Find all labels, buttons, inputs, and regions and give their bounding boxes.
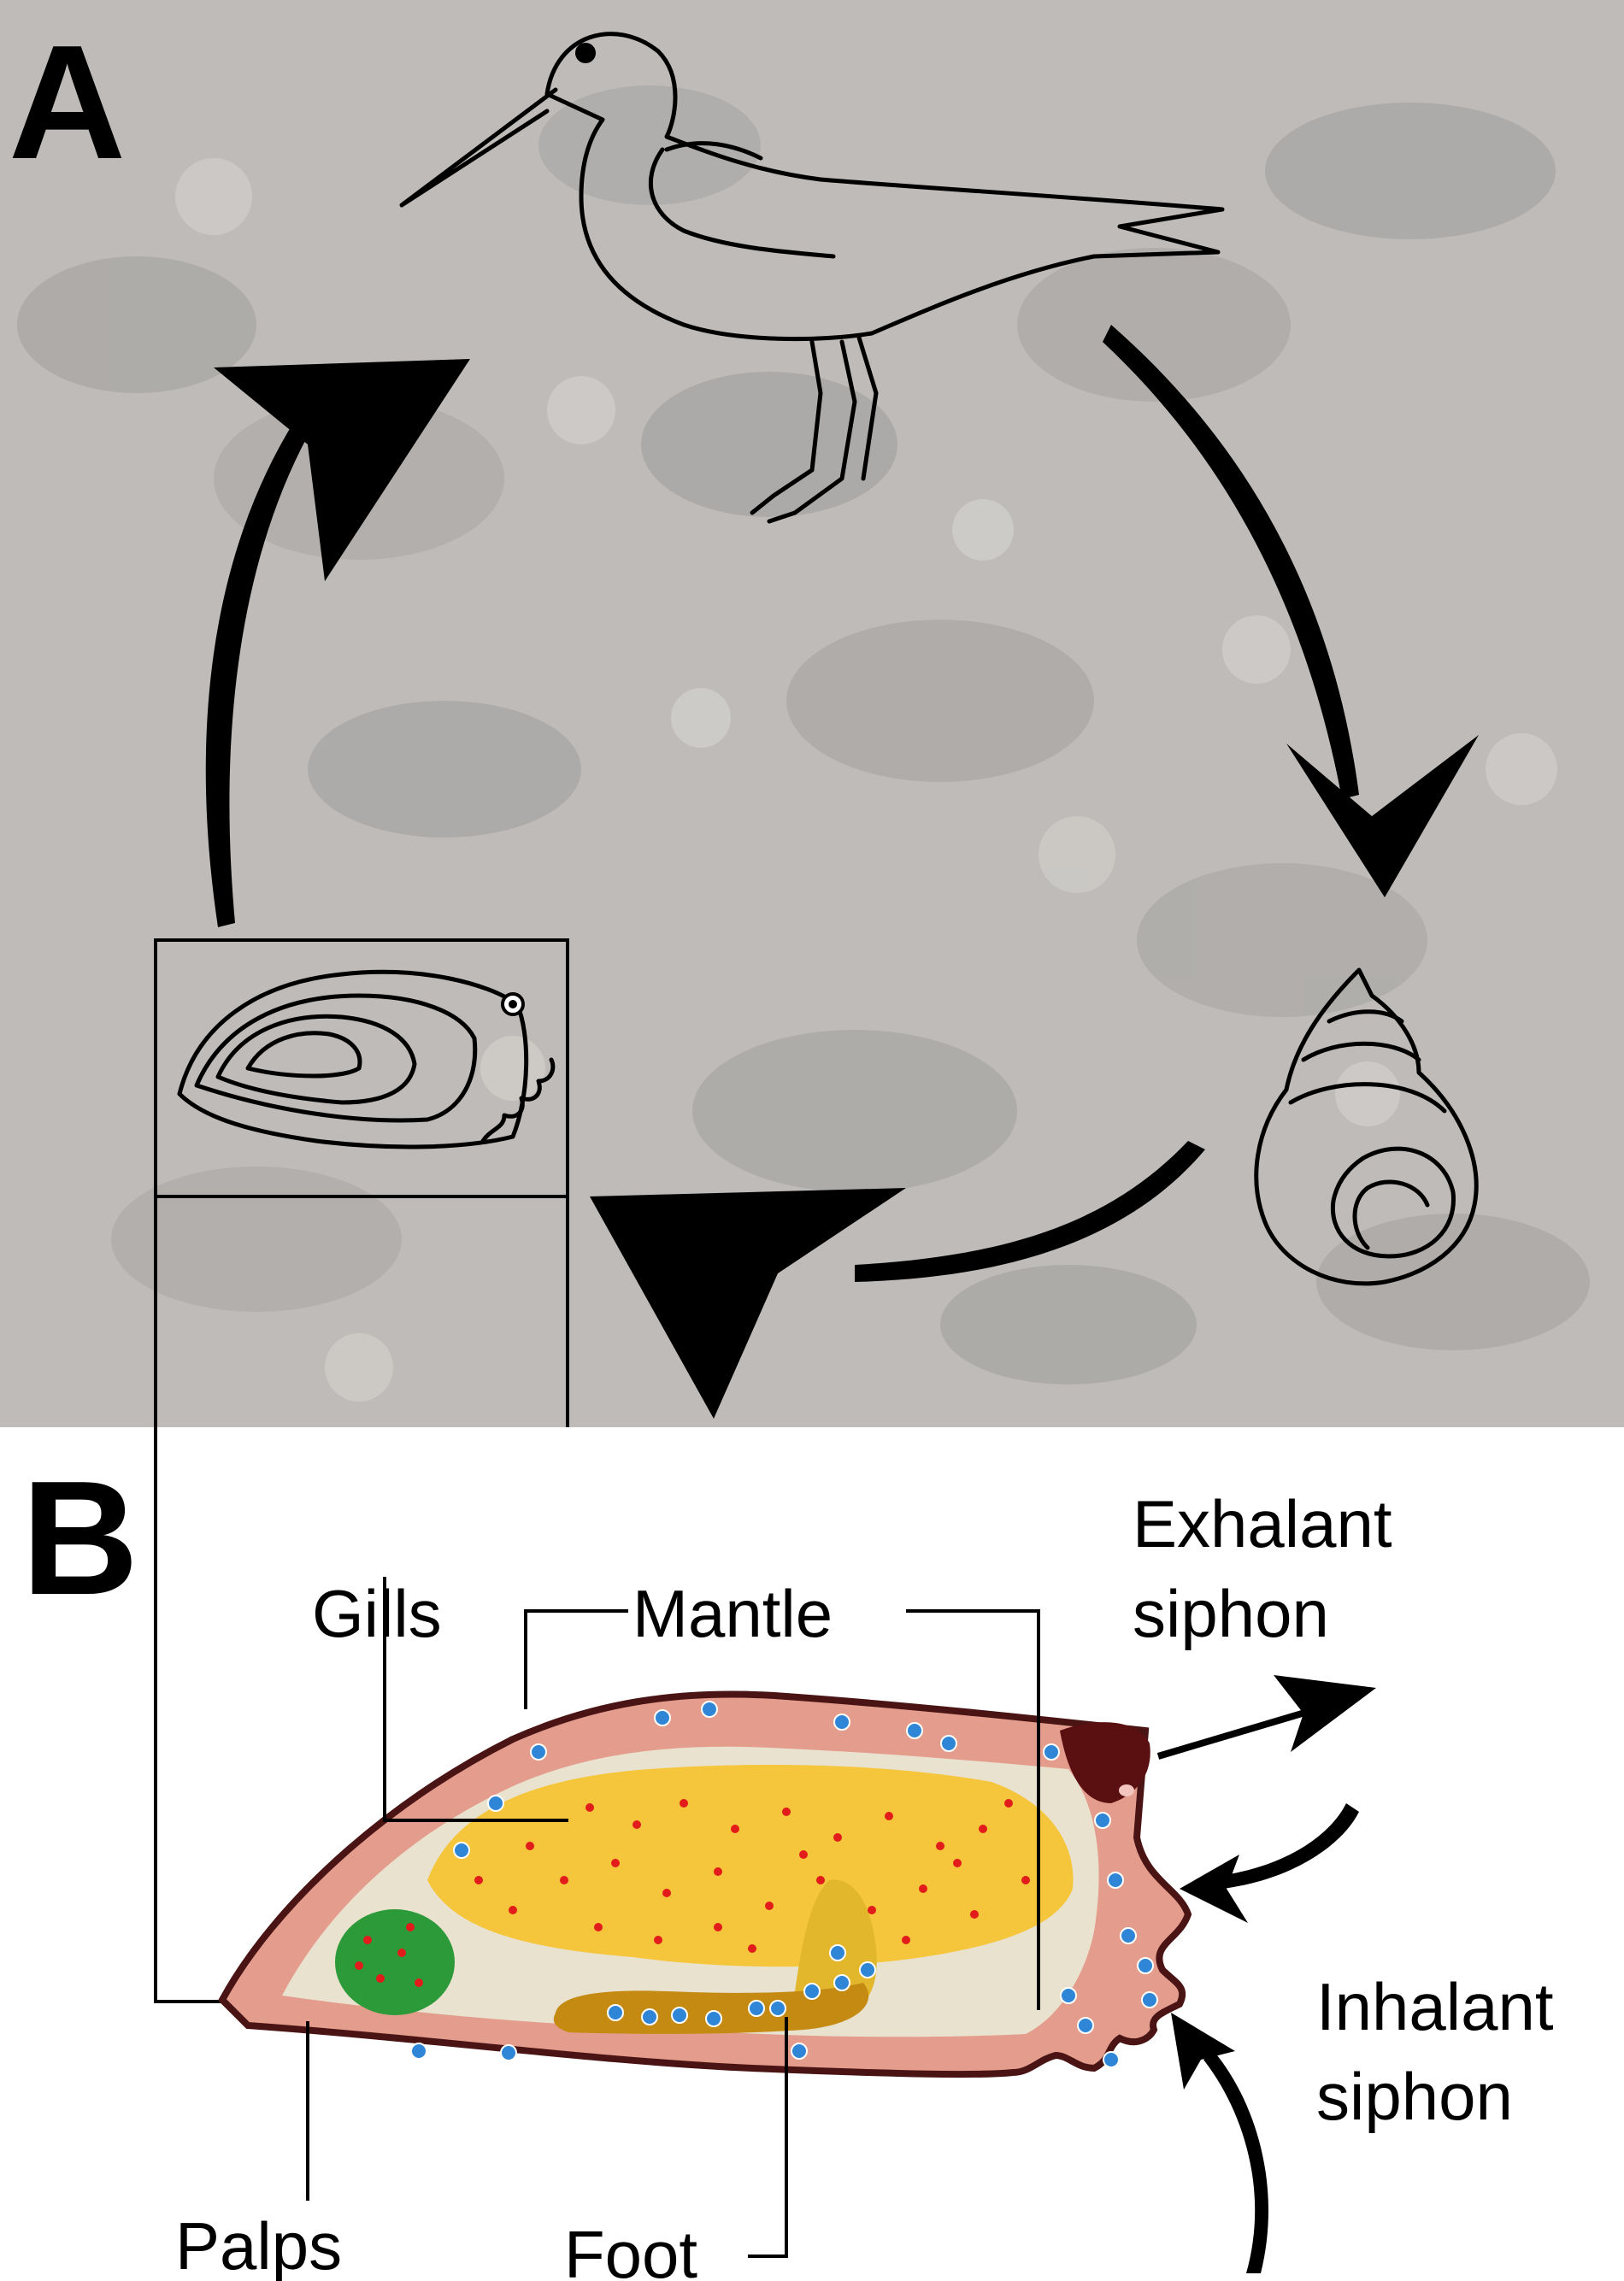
leader-lines (306, 1577, 1040, 2258)
panel-b: B (21, 1448, 1554, 2281)
arrow-bird-to-snail (1103, 325, 1479, 897)
zoom-connector (154, 1196, 569, 2003)
label-inhalant-line2: siphon (1316, 2059, 1513, 2134)
gills (427, 1765, 1074, 1967)
parasites-red (355, 1799, 1030, 1987)
label-palps: Palps (175, 2208, 342, 2281)
label-inhalant-line1: Inhalant (1316, 1969, 1554, 2044)
siphon-tip (1060, 1722, 1150, 1803)
inhalant-arrow-upper (1180, 1803, 1359, 1923)
cycle-arrows (205, 325, 1479, 1419)
label-exhalant-line2: siphon (1133, 1576, 1329, 1651)
mussel-highlight-box (154, 938, 569, 1198)
panel-a-letter: A (9, 12, 126, 193)
parasites-blue (410, 1701, 1158, 2068)
panel-a: A (0, 0, 1624, 1427)
palps (335, 1909, 455, 2015)
bird-eye (575, 43, 596, 63)
mussel-icon (177, 969, 556, 1149)
arrow-snail-to-mussel (590, 1141, 1205, 1419)
arrow-mussel-to-bird (205, 359, 470, 927)
exhalant-arrow (1156, 1675, 1376, 1760)
inhalant-arrow-lower (1171, 2013, 1268, 2273)
label-mantle: Mantle (633, 1576, 833, 1651)
label-foot: Foot (564, 2217, 697, 2281)
bird-icon (399, 32, 1225, 524)
label-exhalant-line1: Exhalant (1133, 1486, 1392, 1561)
foot (553, 1983, 869, 2034)
photo-wash (0, 0, 1624, 1427)
panel-b-letter: B (21, 1448, 138, 1629)
snail-icon (1254, 967, 1479, 1286)
label-gills: Gills (312, 1576, 442, 1651)
